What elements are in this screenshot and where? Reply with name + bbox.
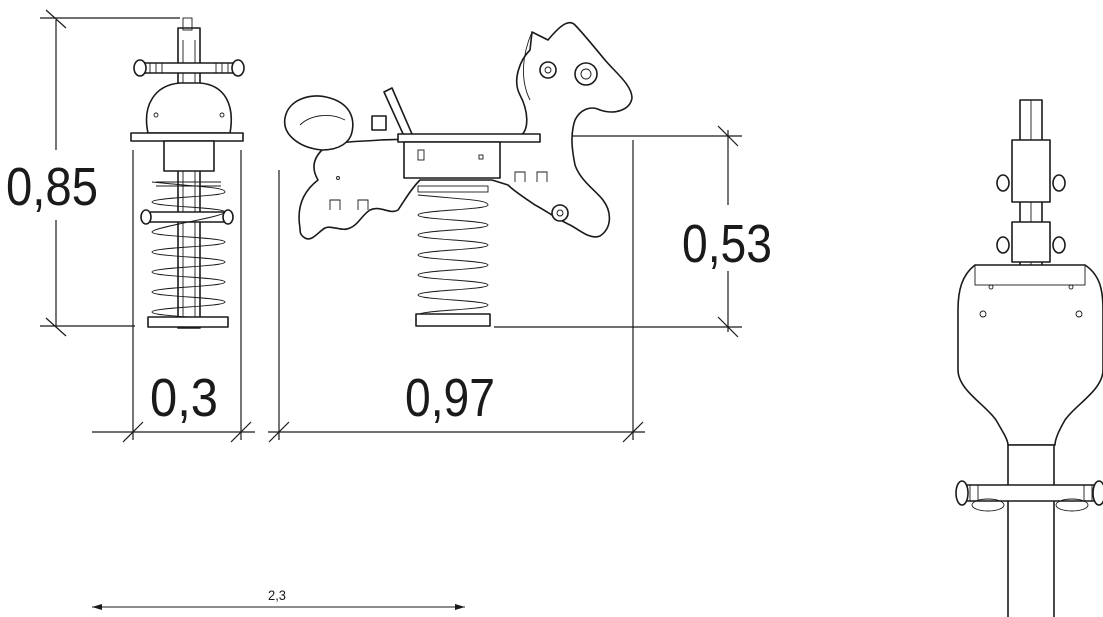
dimension-overall-span: 2,3 [92, 587, 465, 610]
dimension-seat-height: 0,53 [494, 125, 776, 338]
top-view [955, 99, 1103, 617]
dimension-width-side: 0,3 [92, 150, 255, 443]
label-total-height: 0,85 [6, 157, 98, 217]
side-view-horse [284, 21, 633, 327]
label-overall-span: 2,3 [268, 587, 286, 603]
front-view [130, 17, 245, 329]
dimension-length: 0,97 [268, 140, 645, 443]
label-length: 0,97 [405, 368, 495, 428]
label-width-side: 0,3 [150, 368, 218, 428]
label-seat-height: 0,53 [682, 214, 772, 274]
dimension-total-height: 0,85 [6, 9, 180, 337]
